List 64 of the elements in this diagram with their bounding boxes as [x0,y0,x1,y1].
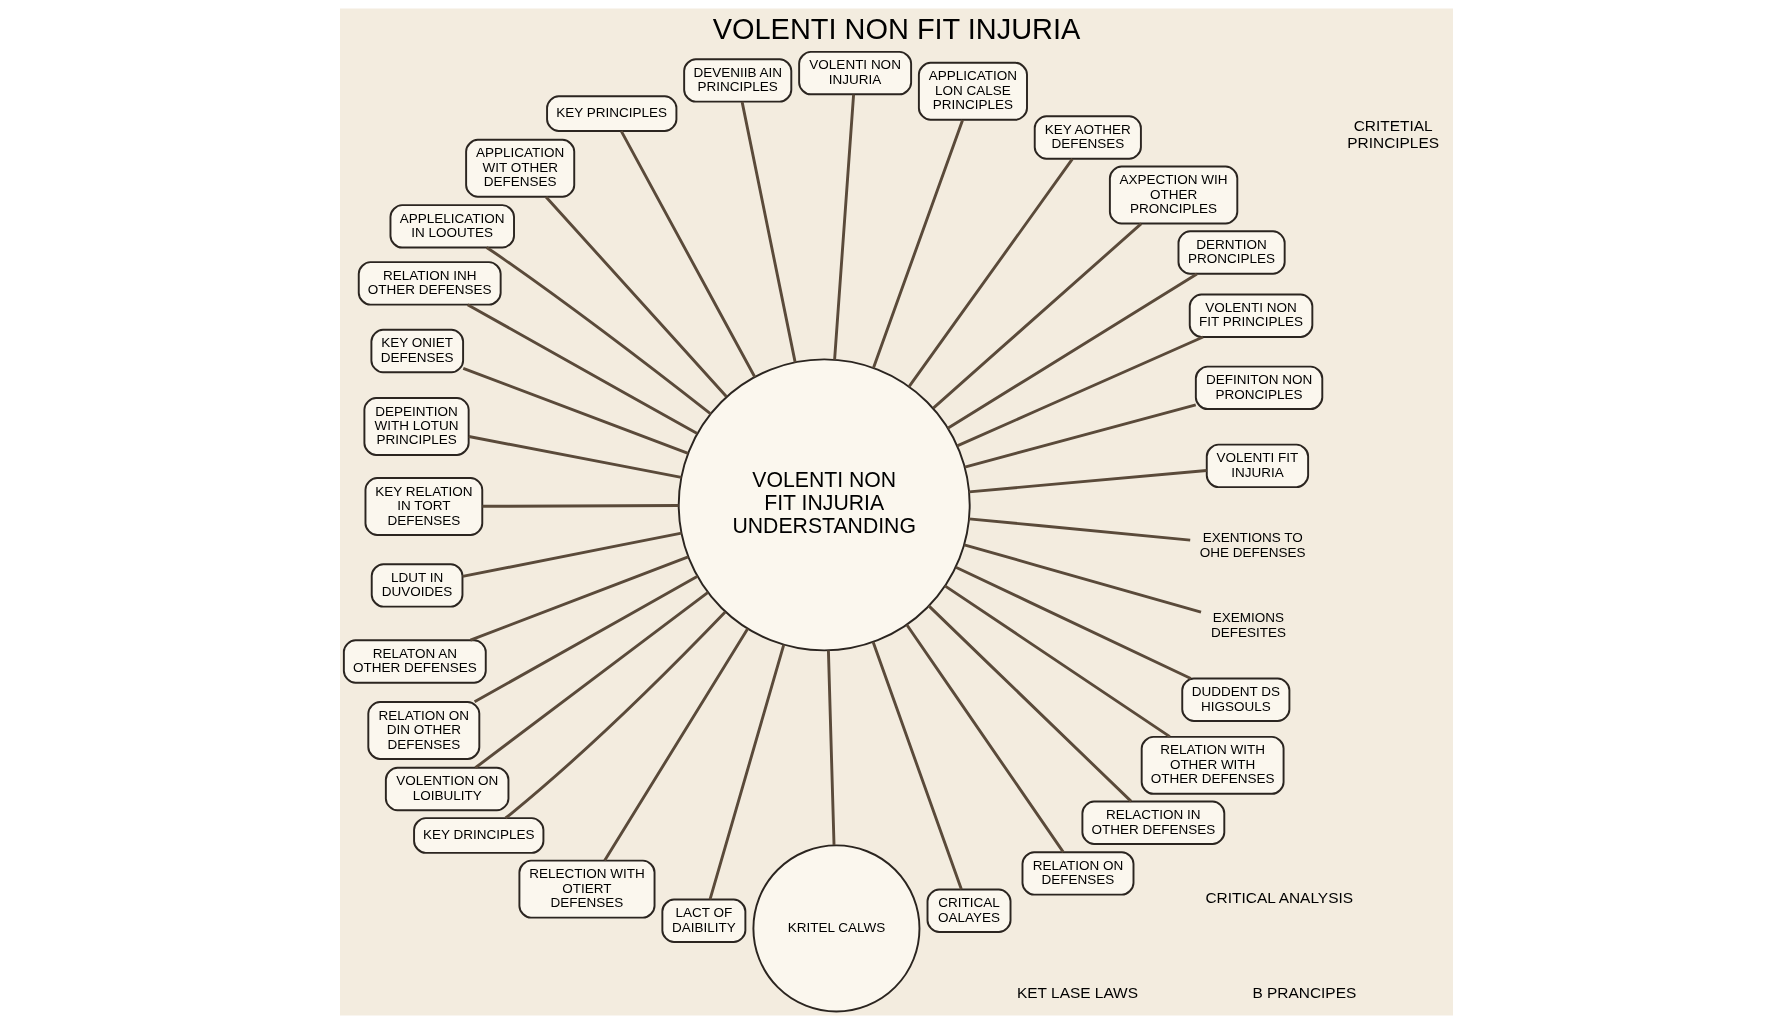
connector [931,222,1142,410]
node-box: LDUT IN DUVOIDES [370,563,463,608]
connector [826,650,835,846]
node-box: CRITICAL OALAYES [926,888,1011,933]
label: B PRANCIPES [1251,983,1356,1001]
node-box: KEY ONIET DEFENSES [369,328,464,374]
connector [740,101,797,363]
node-box: KEY RELATION IN TORT DEFENSES [364,477,483,536]
node-box: RELATION ON DEFENSES [1021,851,1134,896]
connector [462,367,689,455]
node-box: KEY DRINCIPLES [412,817,544,854]
node-circle: KRITEL CALWS [751,844,920,1013]
node-box: DEVENIIB AIN PRINCIPLES [682,58,792,103]
node-text: EXEMIONS DEFESITES [1210,610,1286,640]
node-box: KEY AOTHER DEFENSES [1033,115,1142,160]
connector [963,543,1201,614]
label: KET LASE LAWS [1016,983,1138,1001]
connector [968,517,1190,542]
diagram-title: VOLENTI NON FIT INJURIA [712,13,1080,46]
connector [943,584,1171,738]
node-box: APPLELICATION IN LOOUTES [389,204,515,249]
label: CRITICAL ANALYSIS [1204,889,1353,907]
connector [956,335,1204,448]
connector [963,403,1196,469]
node-box: APPLICATION LON CALSE PRINCIPLES [917,61,1028,121]
connector [871,641,963,890]
label: CRITETIAL PRINCIPLES [1346,116,1439,152]
node-box: VOLENTI NON INJURIA [797,50,912,96]
node-box: RELECTION WITH OTIERT DEFENSES [517,859,655,919]
node-box: RELATON AN OTHER DEFENSES [342,639,487,684]
node-box: AXPECTION WIH OTHER PRONCIPLES [1108,165,1238,225]
node-box: KEY PRINCIPLES [545,95,677,132]
connector [473,575,698,704]
node-text: EXENTIONS TO OHE DEFENSES [1199,530,1306,560]
node-box: VOLENTI NON FIT PRINCIPLES [1188,293,1313,338]
node-box: VOLENTI FIT INJURIA [1205,443,1309,489]
connector [469,555,689,642]
node-box: DEPEINTION WITH LOTUN PRINCIPLES [362,397,470,456]
node-box: DUDDENT DS HIGSOULS [1180,677,1290,722]
connector [619,130,756,378]
node-box: APPLICATION WIT OTHER DEFENSES [464,138,575,198]
connector [544,196,727,398]
node-box: VOLENTION ON LOIBULITY [384,766,509,812]
connector [871,119,964,369]
connector [946,272,1198,430]
node-box: LACT OF DAIBILITY [660,898,746,943]
connector [954,565,1191,680]
connector [461,531,682,578]
connector [905,623,1064,853]
connector [481,504,679,508]
node-box: DEFINITON NON PRONCIPLES [1194,365,1323,411]
node-box: RELACTION IN OTHER DEFENSES [1080,800,1225,845]
connector [466,303,698,435]
node-box: DERNTION PRONCIPLES [1177,230,1286,275]
connector [968,469,1207,494]
connector [708,644,785,900]
node-box: RELATION ON DIN OTHER DEFENSES [366,701,480,760]
node-box: RELATION WITH OTHER WITH OTHER DEFENSES [1140,735,1285,795]
connector [468,435,682,479]
connector [602,628,749,862]
node-circle: VOLENTI NON FIT INJURIA UNDERSTANDING [677,358,971,652]
connector [907,158,1074,388]
connector [832,94,855,360]
node-box: RELATION INH OTHER DEFENSES [357,261,502,306]
